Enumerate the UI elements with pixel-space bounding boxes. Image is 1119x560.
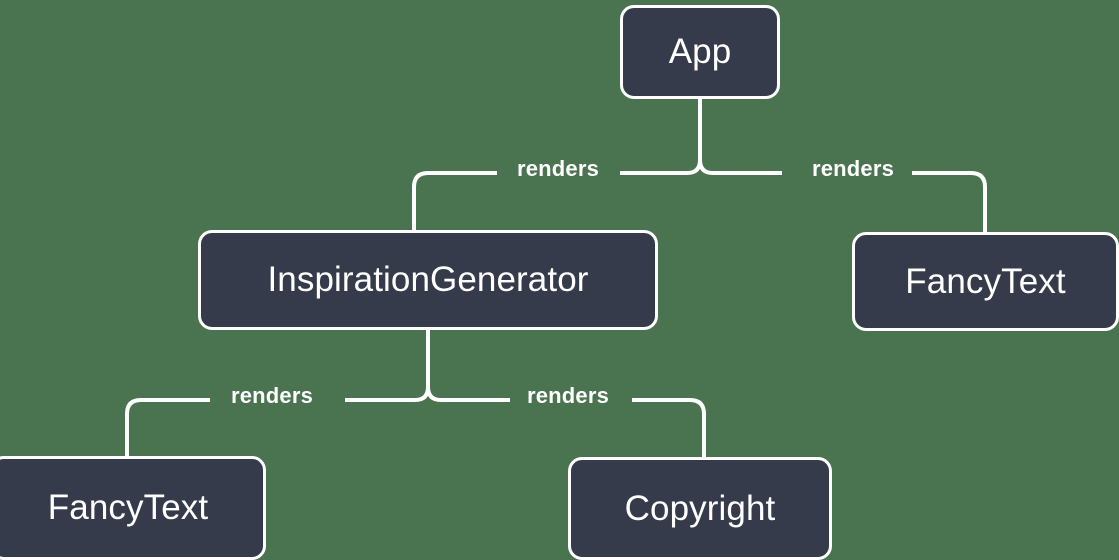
edge-app-junction-left (620, 159, 702, 175)
edge-inspiration-to-fancytext-run (125, 398, 210, 456)
node-fancytext-right-label: FancyText (905, 261, 1066, 301)
node-fancytext-bottom-label: FancyText (47, 488, 209, 527)
edge-inspiration-to-copyright-run (632, 398, 706, 457)
edge-label-inspiration-generator-to-fancytext-bottom: renders (230, 383, 314, 408)
node-fancytext-bottom[interactable]: FancyText (0, 456, 266, 560)
edge-inspiration-junction-right (426, 386, 510, 402)
node-app-label: App (668, 32, 732, 71)
edge-app-junction-right (698, 159, 782, 175)
node-copyright[interactable]: Copyright (568, 457, 832, 560)
edge-app-to-fancytext-right-run (912, 171, 987, 232)
node-inspiration-generator[interactable]: InspirationGenerator (198, 230, 658, 330)
node-copyright-label: Copyright (624, 488, 776, 528)
edge-app-to-inspiration-left-run (412, 171, 497, 230)
node-app[interactable]: App (620, 5, 780, 99)
edge-label-inspiration-generator-to-copyright: renders (526, 383, 610, 408)
node-inspiration-generator-label: InspirationGenerator (267, 260, 589, 299)
node-fancytext-right[interactable]: FancyText (852, 232, 1119, 331)
edge-label-app-to-fancytext-right: renders (811, 156, 895, 181)
edge-label-app-to-inspiration-generator: renders (516, 156, 600, 181)
edge-inspiration-junction-left (345, 386, 430, 402)
